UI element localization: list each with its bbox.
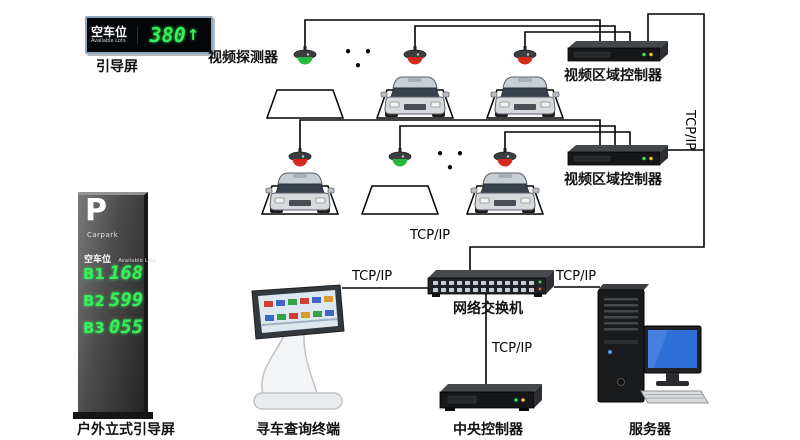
zone-count: 599 xyxy=(108,289,144,311)
zone-name: B2 xyxy=(83,292,105,310)
entrance-display-label: 引导屏 xyxy=(96,59,138,75)
camera-red-icon xyxy=(513,45,537,65)
zone-count: 055 xyxy=(108,316,144,338)
led-value-block: 380 ↑ xyxy=(138,23,211,47)
camera-green-icon xyxy=(388,147,412,167)
carpark-text: Carpark xyxy=(87,231,119,239)
zone-name: B1 xyxy=(83,265,105,283)
server xyxy=(597,284,709,404)
video-area-controller-1-label: 视频区域控制器 xyxy=(564,68,662,84)
video-area-controller-2 xyxy=(567,144,669,166)
tcpip-label-central: TCP/IP xyxy=(492,341,533,356)
outdoor-pillar-label: 户外立式引导屏 xyxy=(77,422,175,438)
led-subtitle: Available Lots xyxy=(91,38,126,44)
car xyxy=(490,76,560,118)
pillar-base xyxy=(73,412,153,419)
pillar-title: 空车位 xyxy=(84,255,112,265)
entrance-led-display: 空车位 Available Lots 380 ↑ xyxy=(85,16,213,54)
connection-lines xyxy=(299,13,705,385)
car xyxy=(265,172,335,214)
pillar-available-header: 空车位 Available Lots xyxy=(84,247,156,266)
kiosk-label: 寻车查询终端 xyxy=(256,422,340,438)
video-area-controller-2-label: 视频区域控制器 xyxy=(564,172,662,188)
up-arrow-icon: ↑ xyxy=(186,26,200,44)
query-kiosk xyxy=(251,284,345,410)
zone-name: B3 xyxy=(83,319,105,337)
zone-count: 168 xyxy=(108,262,144,284)
keyboard xyxy=(640,390,709,404)
camera-red-icon xyxy=(493,147,517,167)
camera-green-icon xyxy=(293,45,317,65)
kiosk-map-screen xyxy=(261,296,338,326)
central-controller-label: 中央控制器 xyxy=(453,422,523,438)
tcpip-label-trunk: TCP/IP xyxy=(682,110,697,151)
zone-row: B3 055 xyxy=(83,316,143,343)
central-controller xyxy=(439,384,542,411)
network-switch xyxy=(427,270,554,297)
parking-p-logo: P xyxy=(85,193,107,228)
video-detector-label: 视频探测器 xyxy=(208,50,278,66)
server-label: 服务器 xyxy=(629,422,671,438)
led-title: 空车位 xyxy=(91,25,128,39)
led-zone-block: 空车位 Available Lots xyxy=(87,26,138,44)
led-count: 380 xyxy=(149,23,186,47)
outdoor-pillar-display: P Carpark 空车位 Available Lots B1 168 B2 5… xyxy=(78,192,156,414)
network-switch-label: 网络交换机 xyxy=(453,301,523,317)
video-area-controller-1 xyxy=(567,40,669,62)
zone-row: B2 599 xyxy=(83,289,143,316)
camera-red-icon xyxy=(288,147,312,167)
tcpip-label-kiosk: TCP/IP xyxy=(352,269,393,284)
tcpip-label-server: TCP/IP xyxy=(556,269,597,284)
car xyxy=(470,172,540,214)
ellipsis-dots: • • • xyxy=(344,45,376,73)
zone-row: B1 168 xyxy=(83,262,143,289)
tcpip-label-above-switch: TCP/IP xyxy=(410,228,451,243)
pillar-zone-rows: B1 168 B2 599 B3 055 xyxy=(83,262,143,343)
ellipsis-dots: • • • xyxy=(436,147,468,175)
tcpip-trunk-line xyxy=(469,13,705,271)
pillar-subtitle: Available Lots xyxy=(118,258,157,264)
car xyxy=(380,76,450,118)
camera-red-icon xyxy=(403,45,427,65)
